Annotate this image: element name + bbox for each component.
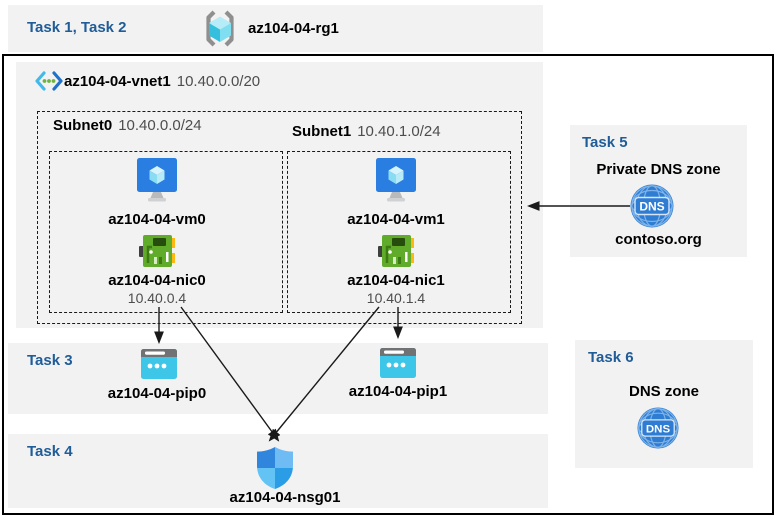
subnet1-title: Subnet1 10.40.1.0/24 (292, 123, 441, 141)
nsg-icon (257, 447, 293, 489)
vnet-cidr: 10.40.0.0/20 (176, 73, 261, 90)
dns-zone-title: DNS zone (628, 383, 699, 400)
task3-label: Task 3 (27, 352, 73, 369)
pip0-icon (141, 349, 177, 379)
nic0-name: az104-04-nic0 (108, 272, 206, 289)
dns-zone-icon: DNS (637, 407, 679, 449)
subnet1-cidr: 10.40.1.0/24 (357, 123, 441, 140)
subnet1-name: Subnet1 (292, 123, 352, 140)
diagram-outer-border (2, 54, 774, 515)
vnet-name: az104-04-vnet1 (64, 73, 171, 90)
resource-group-panel: Task 1, Task 2 az104-04-rg1 (8, 5, 543, 52)
nic1-ip: 10.40.1.4 (366, 290, 426, 306)
resource-group-name: az104-04-rg1 (248, 20, 339, 37)
subnet0-border (49, 151, 283, 313)
task4-panel: Task 4 az104-04-nsg01 (8, 434, 548, 508)
pip1-name: az104-04-pip1 (348, 383, 448, 400)
resource-group-icon (206, 10, 234, 47)
nsg-name: az104-04-nsg01 (229, 489, 341, 506)
nic1-name: az104-04-nic1 (347, 272, 445, 289)
task4-label: Task 4 (27, 443, 73, 460)
task5-label: Task 5 (582, 134, 628, 151)
nic1-icon (378, 235, 414, 267)
subnet1-border (287, 151, 511, 313)
task5-panel: Task 5 Private DNS zone DNS contoso.org (570, 125, 747, 257)
pip1-icon (380, 348, 416, 378)
dns-icon-text: DNS (646, 423, 671, 435)
vm0-icon (137, 158, 177, 202)
virtual-network-icon (35, 71, 63, 91)
private-dns-zone-icon: DNS (630, 184, 674, 228)
task6-label: Task 6 (588, 349, 634, 366)
task-1-2-label: Task 1, Task 2 (27, 19, 127, 36)
pip0-name: az104-04-pip0 (107, 385, 207, 402)
subnet0-name: Subnet0 (53, 117, 113, 134)
nic0-icon (139, 235, 175, 267)
task3-panel: Task 3 az104-04-pip0 az104-04-pip1 (8, 343, 548, 414)
vm1-name: az104-04-vm1 (347, 211, 445, 228)
nic0-ip: 10.40.0.4 (127, 290, 187, 306)
task6-panel: Task 6 DNS zone DNS (575, 340, 753, 468)
vm0-name: az104-04-vm0 (108, 211, 206, 228)
subnet0-title: Subnet0 10.40.0.0/24 (53, 117, 202, 135)
vnet-panel (16, 62, 543, 328)
private-dns-zone-name: contoso.org (615, 231, 702, 248)
private-dns-zone-title: Private DNS zone (596, 161, 721, 178)
dns-icon-text: DNS (639, 200, 664, 214)
vnet-title: az104-04-vnet1 10.40.0.0/20 (64, 73, 260, 91)
vm1-icon (376, 158, 416, 202)
subnet0-cidr: 10.40.0.0/24 (118, 117, 202, 134)
